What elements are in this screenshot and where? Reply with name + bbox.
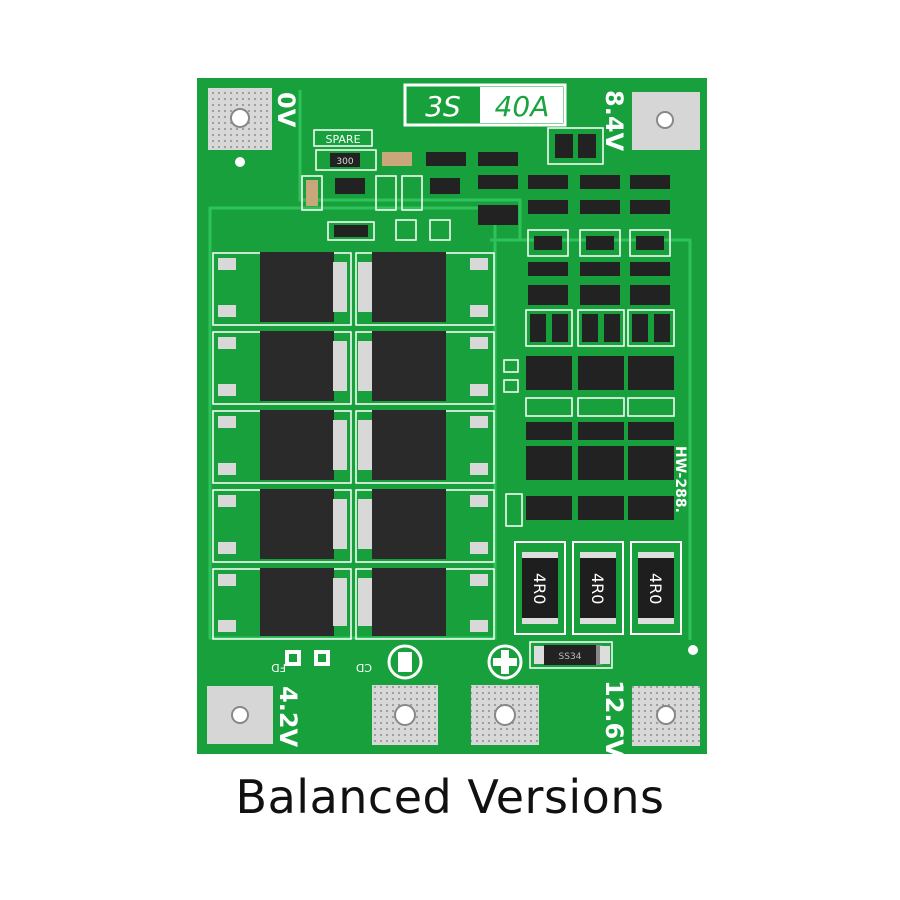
- fd-label: FD: [271, 661, 286, 674]
- mosfet-8: [355, 489, 495, 563]
- pad-bottom-center-right: [471, 685, 539, 745]
- spare-label: SPARE: [325, 133, 360, 146]
- plus-symbol-icon: [487, 644, 523, 680]
- caption: Balanced Versions: [235, 770, 665, 824]
- mosfet-5: [212, 410, 352, 484]
- pad-bottom-center-left: [372, 685, 438, 745]
- shunt-resistors: 4R0 4R0 4R0: [514, 541, 682, 635]
- shunt-label-3: 4R0: [646, 573, 665, 604]
- shunt-label-1: 4R0: [530, 573, 549, 604]
- balance-column-3: [627, 229, 675, 520]
- mosfet-4: [355, 331, 495, 405]
- mosfet-3: [212, 331, 352, 405]
- minus-symbol-icon: [387, 644, 423, 680]
- mosfet-10: [355, 568, 495, 640]
- rating-label: 3S 40A: [403, 83, 567, 127]
- label-12-6v: 12.6V: [600, 680, 628, 758]
- pad-bottom-right: [632, 686, 700, 746]
- mosfet-2: [355, 252, 495, 326]
- mosfet-7: [212, 489, 352, 563]
- capacity-label: 3S: [425, 90, 461, 123]
- balance-column-1: [525, 229, 573, 520]
- label-8-4v: 8.4V: [600, 90, 628, 152]
- top-smd-row: 300: [235, 127, 670, 241]
- status-leds: FD CD: [271, 645, 698, 674]
- current-label: 40A: [495, 90, 550, 123]
- model-label: HW-288.: [672, 446, 688, 513]
- mosfet-1: [212, 252, 352, 326]
- shunt-resistor-2: 4R0: [572, 541, 624, 635]
- mosfet-array: [212, 252, 495, 640]
- balance-column-2: [577, 229, 625, 520]
- label-4-2v: 4.2V: [274, 686, 302, 748]
- shunt-resistor-1: 4R0: [514, 541, 566, 635]
- mosfet-6: [355, 410, 495, 484]
- pad-bottom-left: [207, 686, 273, 744]
- diode-label: SS34: [559, 652, 582, 662]
- pad-top-right: [632, 92, 700, 150]
- diode: SS34: [529, 641, 613, 669]
- pad-top-left: [208, 88, 272, 150]
- balance-circuit: [503, 229, 675, 527]
- shunt-resistor-3: 4R0: [630, 541, 682, 635]
- resistor-300-label: 300: [336, 157, 353, 167]
- shunt-label-2: 4R0: [588, 573, 607, 604]
- label-0v: 0V: [272, 92, 300, 128]
- mosfet-9: [212, 568, 352, 640]
- cd-label: CD: [356, 661, 372, 674]
